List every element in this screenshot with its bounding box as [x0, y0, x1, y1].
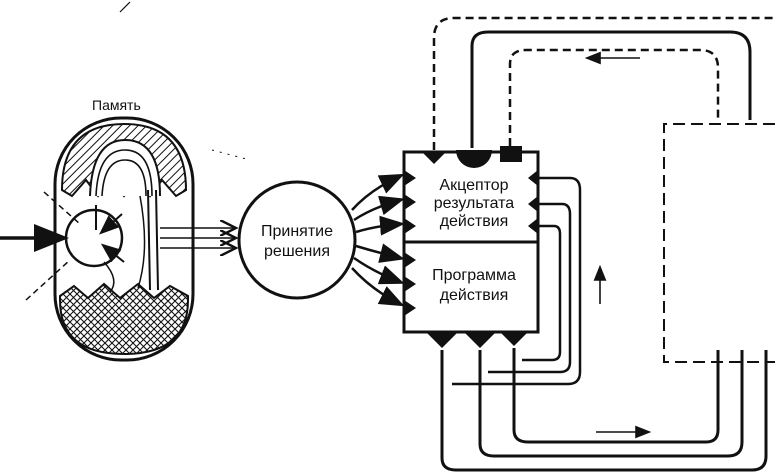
- acceptor-program-block: [402, 146, 540, 348]
- efferent-loops: [440, 348, 768, 472]
- program-label-line1: Программа: [432, 267, 516, 284]
- memory-to-decision-arrows: [160, 228, 236, 248]
- acceptor-label-line1: Акцептор: [439, 177, 508, 194]
- memory-bottom-crosshatch: [59, 282, 189, 356]
- decision-circle: [237, 180, 357, 300]
- acceptor-label-line3: действия: [440, 213, 509, 230]
- external-object: [663, 123, 775, 363]
- feedback-dashed-inner: [508, 48, 720, 146]
- feedback-dashed-outer: [432, 16, 775, 150]
- return-afferent-loops: [452, 176, 582, 386]
- memory-block: [53, 116, 195, 362]
- acceptor-label-line2: результата: [434, 195, 515, 212]
- feedback-solid-top: [470, 30, 752, 148]
- decision-label-line2: решения: [264, 243, 330, 260]
- decision-label-line1: Принятие: [261, 223, 333, 240]
- decision-to-block-arrows: [351, 173, 405, 307]
- program-label-line2: действия: [440, 287, 509, 304]
- memory-label: Память: [92, 97, 141, 113]
